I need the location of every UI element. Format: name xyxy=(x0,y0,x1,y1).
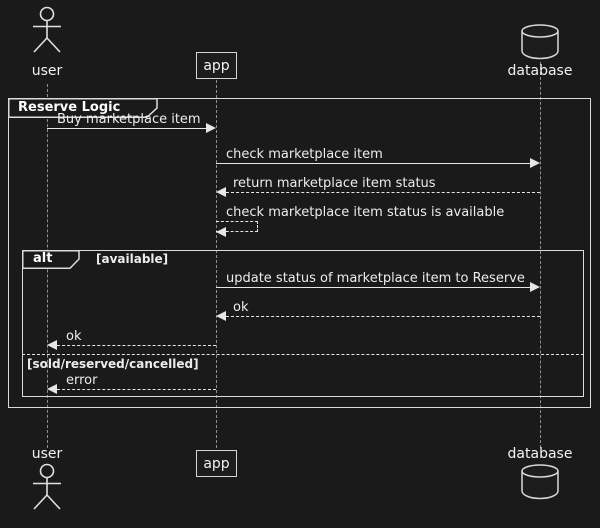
database-icon-bottom xyxy=(519,463,561,505)
participant-label-user-top: user xyxy=(31,63,63,79)
alt-tab: alt xyxy=(22,250,80,269)
message-label-check-item: check marketplace item xyxy=(226,147,383,162)
actor-icon-user-top xyxy=(27,5,67,63)
message-arrow-ok-app-user xyxy=(57,345,216,346)
arrowhead-left xyxy=(47,340,57,350)
frame-tab: Reserve Logic xyxy=(8,98,158,118)
message-label-ok-db-app: ok xyxy=(233,300,249,315)
message-label-buy: Buy marketplace item xyxy=(57,112,201,127)
participant-label-app-bottom: app xyxy=(203,455,230,472)
alt-label: alt xyxy=(33,251,53,266)
message-arrow-buy xyxy=(47,128,207,129)
message-arrow-return-status xyxy=(226,192,540,193)
alt-divider xyxy=(22,354,584,355)
guard-available: [available] xyxy=(96,252,169,266)
participant-label-app-top: app xyxy=(203,57,230,74)
message-arrow-error xyxy=(57,389,216,390)
arrowhead-left xyxy=(47,384,57,394)
message-arrow-update-status xyxy=(216,287,531,288)
lifeline-database xyxy=(540,62,541,448)
frame-reserve-logic xyxy=(8,98,591,408)
message-label-self-check: check marketplace item status is availab… xyxy=(226,205,505,220)
participant-label-database-top: database xyxy=(507,63,573,79)
alt-fragment xyxy=(22,250,584,397)
arrowhead-right xyxy=(530,158,540,168)
participant-box-app-top: app xyxy=(196,52,237,79)
participant-label-user-bottom: user xyxy=(31,446,63,462)
arrowhead-left xyxy=(216,227,226,237)
message-arrow-self-check xyxy=(216,221,258,232)
arrowhead-left xyxy=(216,187,226,197)
participant-label-database-bottom: database xyxy=(507,446,573,462)
actor-icon-user-bottom xyxy=(27,462,67,520)
message-arrow-ok-db-app xyxy=(226,316,540,317)
message-label-error: error xyxy=(66,373,98,388)
arrowhead-right xyxy=(206,123,216,133)
arrowhead-left xyxy=(216,311,226,321)
participant-box-app-bottom: app xyxy=(196,450,237,477)
arrowhead-right xyxy=(530,282,540,292)
frame-title: Reserve Logic xyxy=(18,100,121,115)
message-label-update-status: update status of marketplace item to Res… xyxy=(226,271,525,286)
message-label-return-status: return marketplace item status xyxy=(233,176,436,191)
database-icon-top xyxy=(519,23,561,65)
message-arrow-check-item xyxy=(216,163,531,164)
message-label-ok-app-user: ok xyxy=(66,329,82,344)
lifeline-app xyxy=(216,80,217,448)
guard-else: [sold/reserved/cancelled] xyxy=(27,357,199,371)
